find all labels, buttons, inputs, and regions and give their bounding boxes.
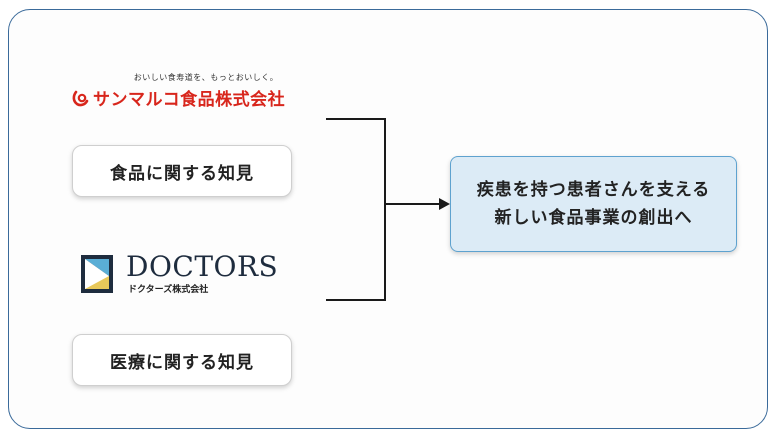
connector-lines <box>326 118 450 301</box>
goal-line-1: 疾患を持つ患者さんを支える <box>476 180 711 200</box>
food-knowledge-box: 食品に関する知見 <box>72 145 292 197</box>
doctors-mark-icon <box>81 254 113 293</box>
sanmaruko-company-name: サンマルコ食品株式会社 <box>93 90 286 110</box>
doctors-corp-name: ドクターズ株式会社 <box>128 285 209 295</box>
medical-knowledge-box: 医療に関する知見 <box>72 334 292 386</box>
doctors-brand: DOCTORS <box>126 250 279 283</box>
goal-line-2: 新しい食品事業の創出へ <box>494 208 693 228</box>
sanmaruko-logo: おいしい食寿道を、もっとおいしく。 サンマルコ食品株式会社 <box>72 72 312 110</box>
goal-box: 疾患を持つ患者さんを支える 新しい食品事業の創出へ <box>450 156 737 252</box>
bracket-line <box>326 118 386 301</box>
arrow-head-icon <box>439 198 450 210</box>
sanmaruko-tagline: おいしい食寿道を、もっとおいしく。 <box>133 73 279 82</box>
sanmaruko-mark-icon <box>72 90 89 106</box>
doctors-logo: DOCTORS ドクターズ株式会社 <box>80 252 278 295</box>
